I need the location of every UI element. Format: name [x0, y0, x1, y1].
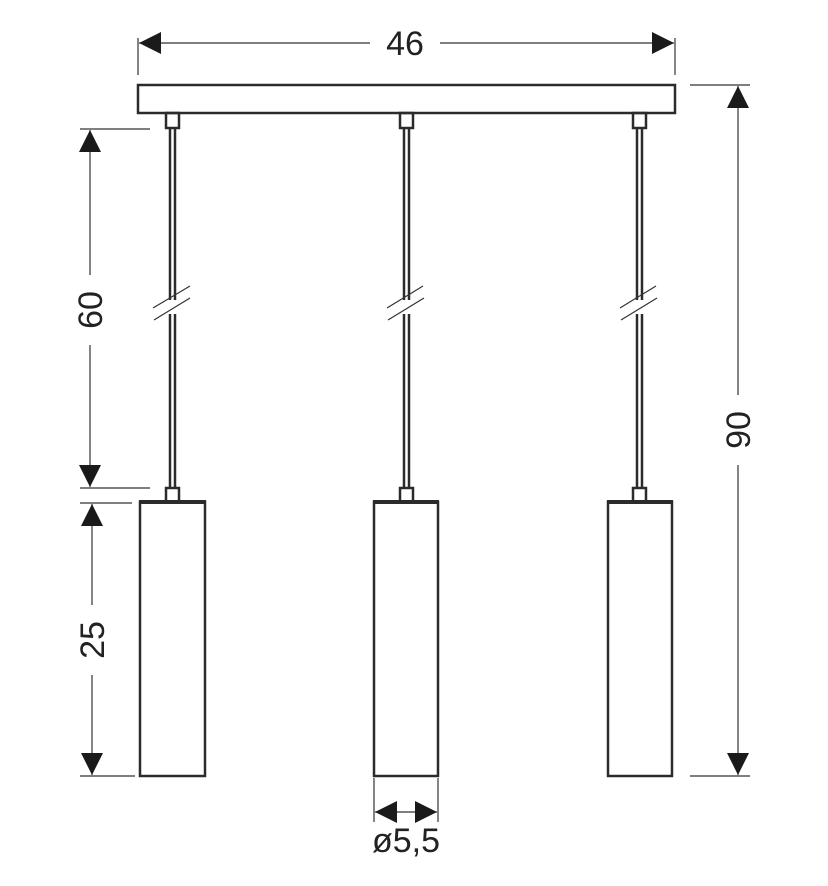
width-dimension: 46 [137, 25, 676, 75]
cable-length-label: 60 [72, 291, 110, 329]
total-height-label: 90 [720, 411, 758, 449]
pendant-left [138, 111, 207, 778]
ceiling-canopy [136, 83, 677, 115]
pendant-right [606, 111, 674, 778]
shade-diameter-dimension: ø5,5 [372, 778, 440, 860]
width-label: 46 [386, 25, 424, 63]
total-height-dimension: 90 [690, 84, 758, 777]
shade-diameter-label: ø5,5 [372, 822, 440, 860]
pendant-middle [372, 111, 440, 778]
cable-length-dimension: 60 [72, 128, 150, 489]
shade-height-label: 25 [74, 621, 112, 659]
shade-height-dimension: 25 [74, 502, 135, 777]
